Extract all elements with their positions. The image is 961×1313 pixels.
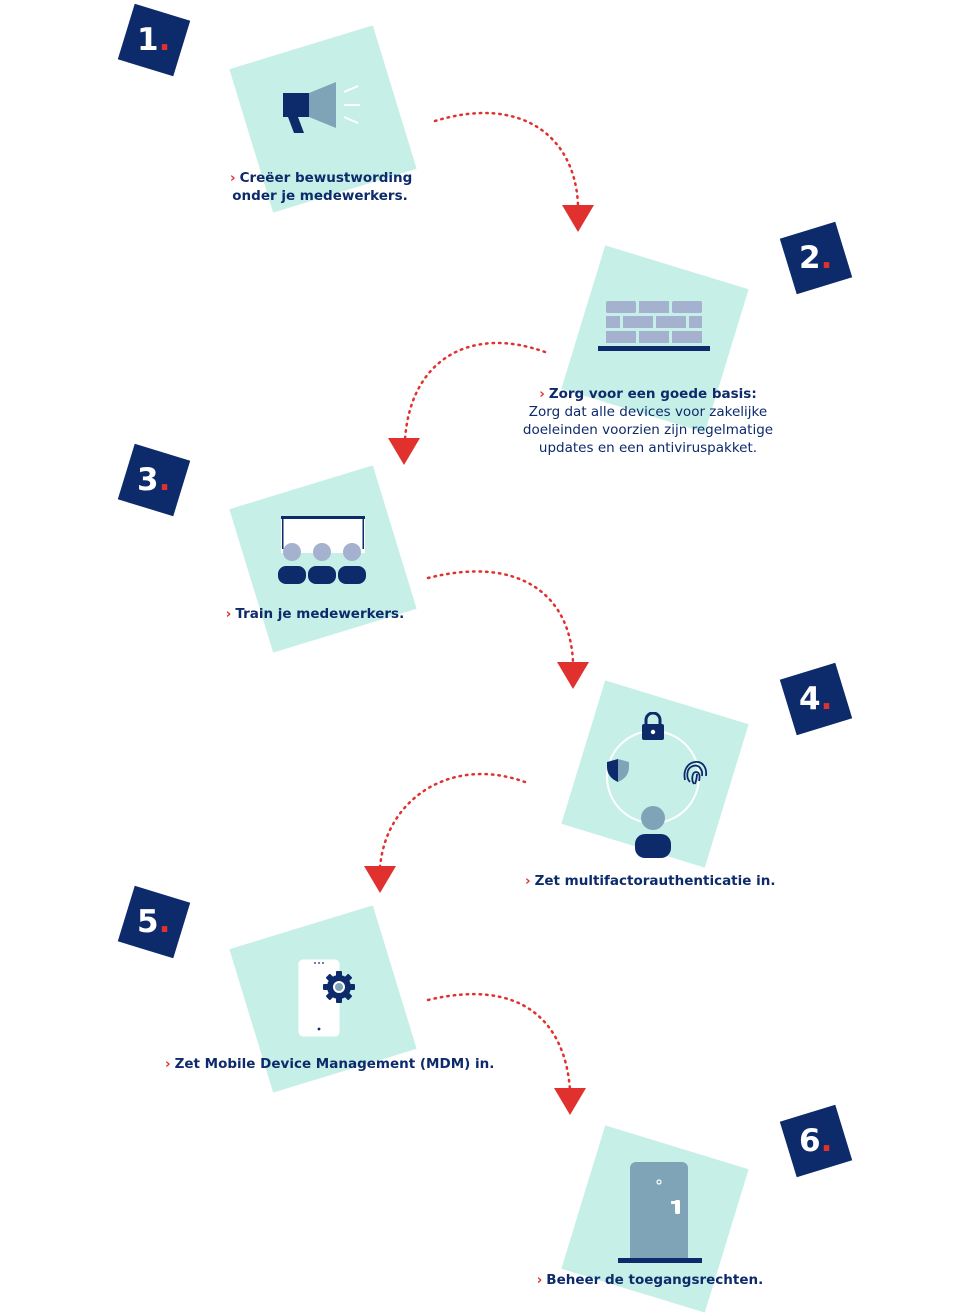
shield-icon [607,759,629,782]
step-1-number: 1 [137,21,159,58]
arrowhead-5 [554,1088,586,1115]
step-2-body-line-1: Zorg dat alle devices voor zakelijke [528,404,768,420]
step-4-caption: ›Zet multifactorauthenticatie in. [525,873,776,889]
connector-1-2 [433,111,580,207]
step-2-caption: ›Zorg voor een goede basis: Zorg dat all… [508,385,788,457]
step-2-title: Zorg voor een goede basis: [548,386,757,402]
arrowhead-3 [557,662,589,689]
step-3-caption: ›Train je medewerkers. [225,606,405,622]
step-6-title: Beheer de toegangsrechten. [546,1272,764,1288]
step-1-caption: ›Creëer bewustwording onder je medewerke… [230,170,413,204]
step-3-title: Train je medewerkers. [235,606,405,622]
connector-3-4 [426,570,575,664]
step-2-body-line-2: doeleinden voorzien zijn regelmatige [522,422,774,438]
connector-2-3 [403,341,547,442]
step-4-number: 4 [799,681,821,718]
step-4-title: Zet multifactorauthenticatie in. [534,873,776,889]
step-5-caption: ›Zet Mobile Device Management (MDM) in. [165,1056,495,1072]
step-2-number: 2 [799,240,821,277]
arrowhead-1 [562,205,594,232]
connector-5-6 [426,992,572,1092]
step-6-number: 6 [799,1123,821,1160]
step-1-title: Creëer bewustwording [239,170,413,186]
brick-wall-icon [598,301,710,351]
smartphone-gear-icon [297,958,355,1038]
step-6-caption: ›Beheer de toegangsrechten. [536,1272,764,1288]
connector-4-5 [378,772,527,870]
step-1-title-line2: onder je medewerkers. [232,188,408,204]
step-5-title: Zet Mobile Device Management (MDM) in. [174,1056,495,1072]
step-5-number: 5 [137,903,159,940]
step-3-number: 3 [137,461,159,498]
arrowhead-4 [364,866,396,893]
multifactor-authentication-icon [606,712,708,858]
gear-icon [323,971,355,1003]
arrowhead-2 [388,438,420,465]
megaphone-icon [283,82,360,133]
training-audience-icon [278,516,366,584]
door-icon [618,1162,702,1263]
fingerprint-icon [683,761,708,785]
step-2-body-line-3: updates en een antiviruspakket. [538,440,758,456]
padlock-icon [642,712,664,740]
